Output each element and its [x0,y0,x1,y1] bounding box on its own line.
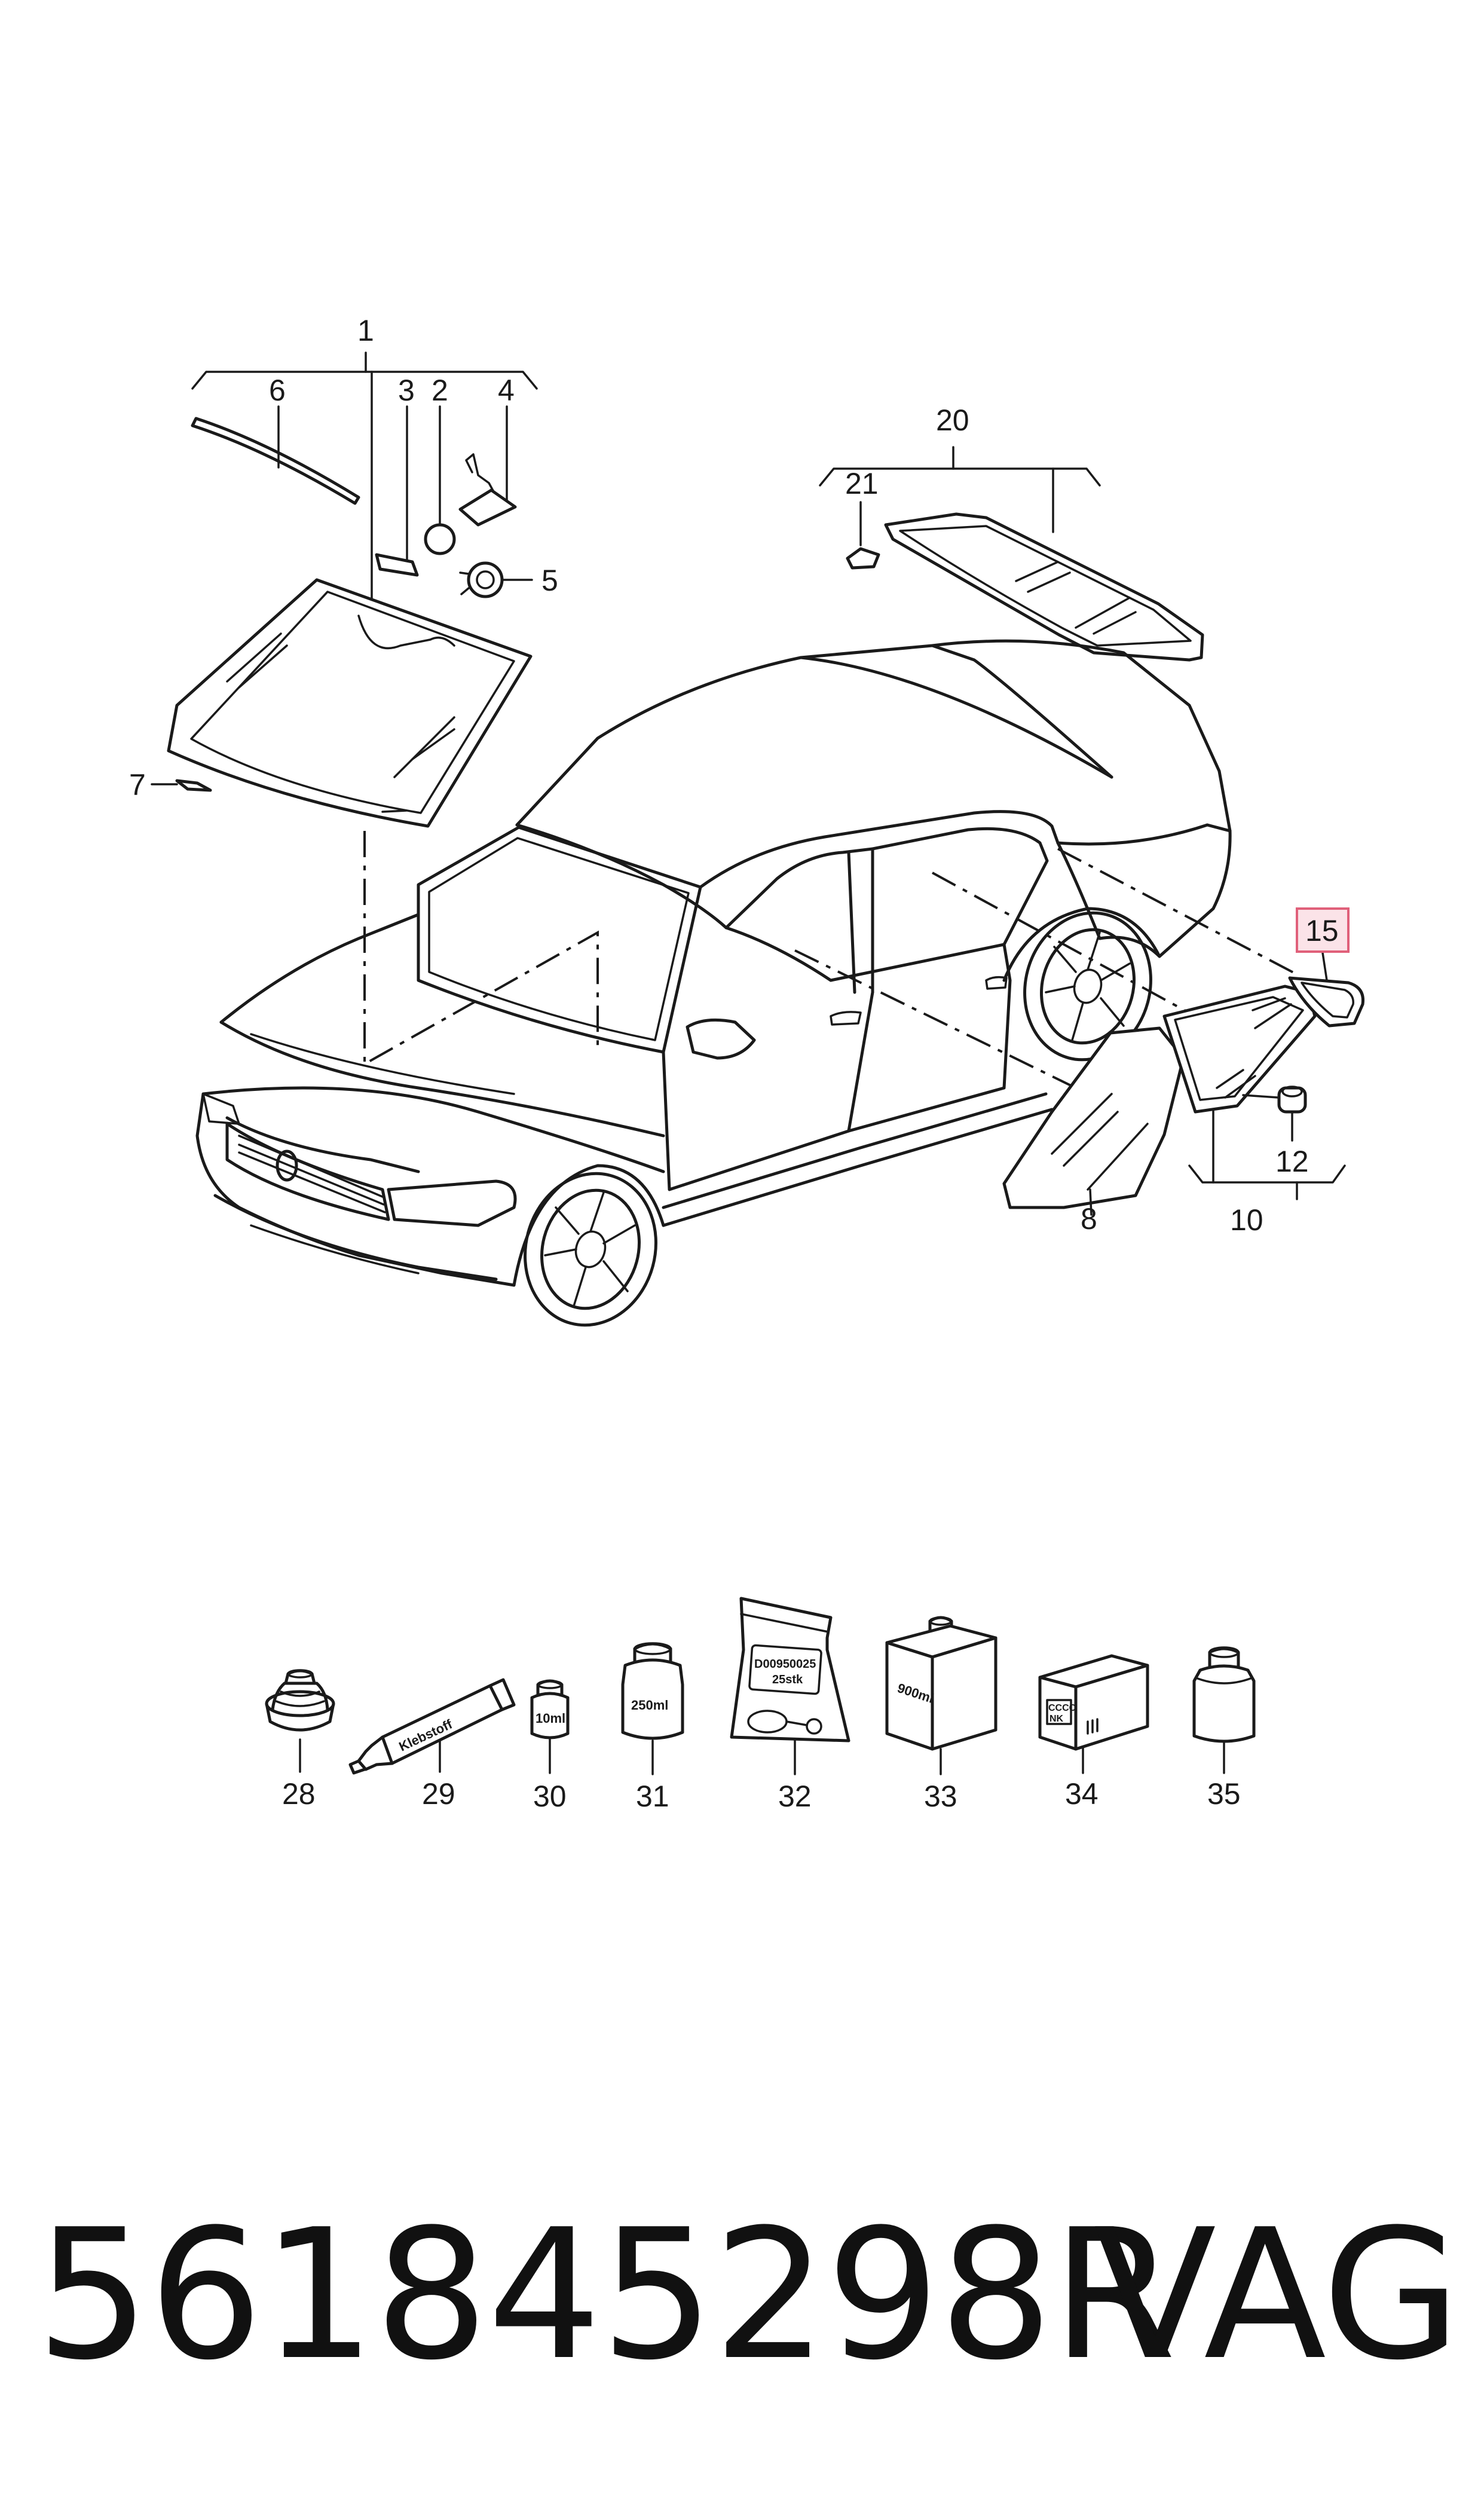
item-34: CCCC NK [1038,1654,1149,1774]
bottle-label: 10ml [536,1711,565,1726]
part-4 [458,405,517,527]
leader-rear-door [932,872,1196,1017]
door-glass-8 [1002,1026,1185,1216]
part-7 [151,779,212,792]
callout-7: 7 [129,768,146,802]
callout-28: 28 [282,1777,316,1811]
item-35 [1192,1646,1256,1774]
callout-5: 5 [541,564,558,597]
part-2 [424,405,456,555]
bracket-1 [191,351,538,605]
callout-10: 10 [1230,1203,1263,1237]
item-28 [265,1669,335,1773]
leader-front-door [794,949,1076,1089]
windscreen [167,578,533,828]
item-30: 10ml [530,1679,570,1774]
rear-window [884,512,1204,662]
callout-33: 33 [924,1780,957,1813]
jar-label: 250ml [631,1698,668,1713]
box-line2: NK [1049,1714,1064,1724]
leader-windscreen [363,831,599,1066]
trim-strip-6 [191,405,360,505]
callout-35: 35 [1207,1777,1241,1811]
bag-code: D00950025 [754,1658,816,1671]
callout-29: 29 [422,1777,455,1811]
box-line1: CCCC [1048,1703,1076,1713]
callout-31: 31 [636,1780,669,1813]
car-body [195,639,1232,1287]
callout-2: 2 [432,374,448,407]
callout-12: 12 [1275,1145,1309,1178]
part-12 [1242,1086,1307,1142]
callout-4: 4 [498,374,515,407]
front-wheel [512,1164,665,1327]
callout-32: 32 [778,1780,812,1813]
callout-30: 30 [533,1780,567,1813]
callout-20: 20 [936,403,969,437]
item-29: Klebstoff [348,1678,516,1775]
item-33: 900ml [885,1616,998,1775]
part-3 [375,405,419,577]
part-5 [459,561,533,598]
callout-8: 8 [1081,1202,1097,1236]
callout-15: 15 [1305,914,1339,947]
door-glass-10 [1162,985,1346,1200]
callout-3: 3 [398,374,415,407]
item-31: 250ml [621,1642,684,1775]
callout-6: 6 [269,374,286,407]
item-32: D00950025 25stk [730,1597,850,1775]
part-number: 561845298R [36,2191,1176,2399]
bracket-20 [819,446,1101,546]
callout-15-highlight [1296,907,1350,953]
part-21 [846,547,880,570]
leader-quarter [1057,848,1298,976]
rear-wheel [1002,907,1161,1062]
brand-name: VAG [1094,2191,1461,2399]
bag-qty: 25stk [772,1673,803,1686]
callout-1: 1 [357,314,374,347]
quarter-window-15 [1288,952,1364,1028]
callout-34: 34 [1065,1777,1099,1811]
callout-21: 21 [845,467,879,500]
